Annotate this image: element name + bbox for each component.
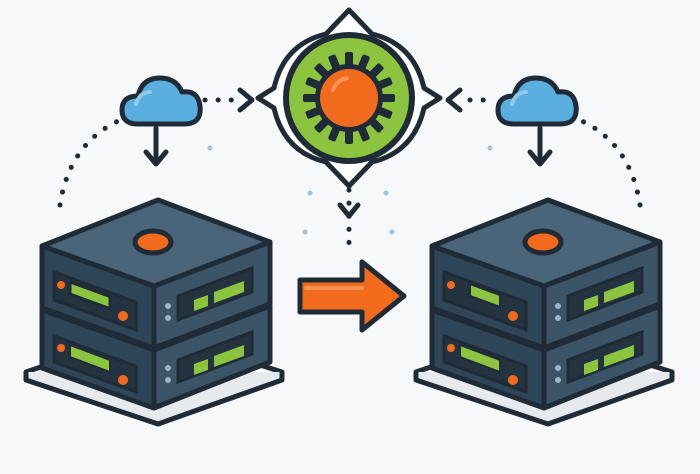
right-dotted-arc [572, 115, 643, 208]
left-dotted-arc [57, 115, 128, 208]
right-server-top-light [522, 228, 564, 256]
center-down-arrowhead [337, 202, 361, 219]
left-server-stack-icon [23, 197, 285, 427]
sun-gear-icon [255, 7, 443, 189]
left-cloud-icon [119, 75, 203, 167]
right-arrow-icon [297, 259, 407, 333]
right-server-stack-icon [413, 197, 675, 427]
right-cloud-icon [495, 75, 579, 167]
small-arrowheads [237, 87, 463, 219]
right-top-arrowhead [445, 87, 463, 113]
left-top-arrowhead [237, 87, 255, 113]
light-dots [207, 145, 493, 235]
left-server-top-light [132, 228, 174, 256]
